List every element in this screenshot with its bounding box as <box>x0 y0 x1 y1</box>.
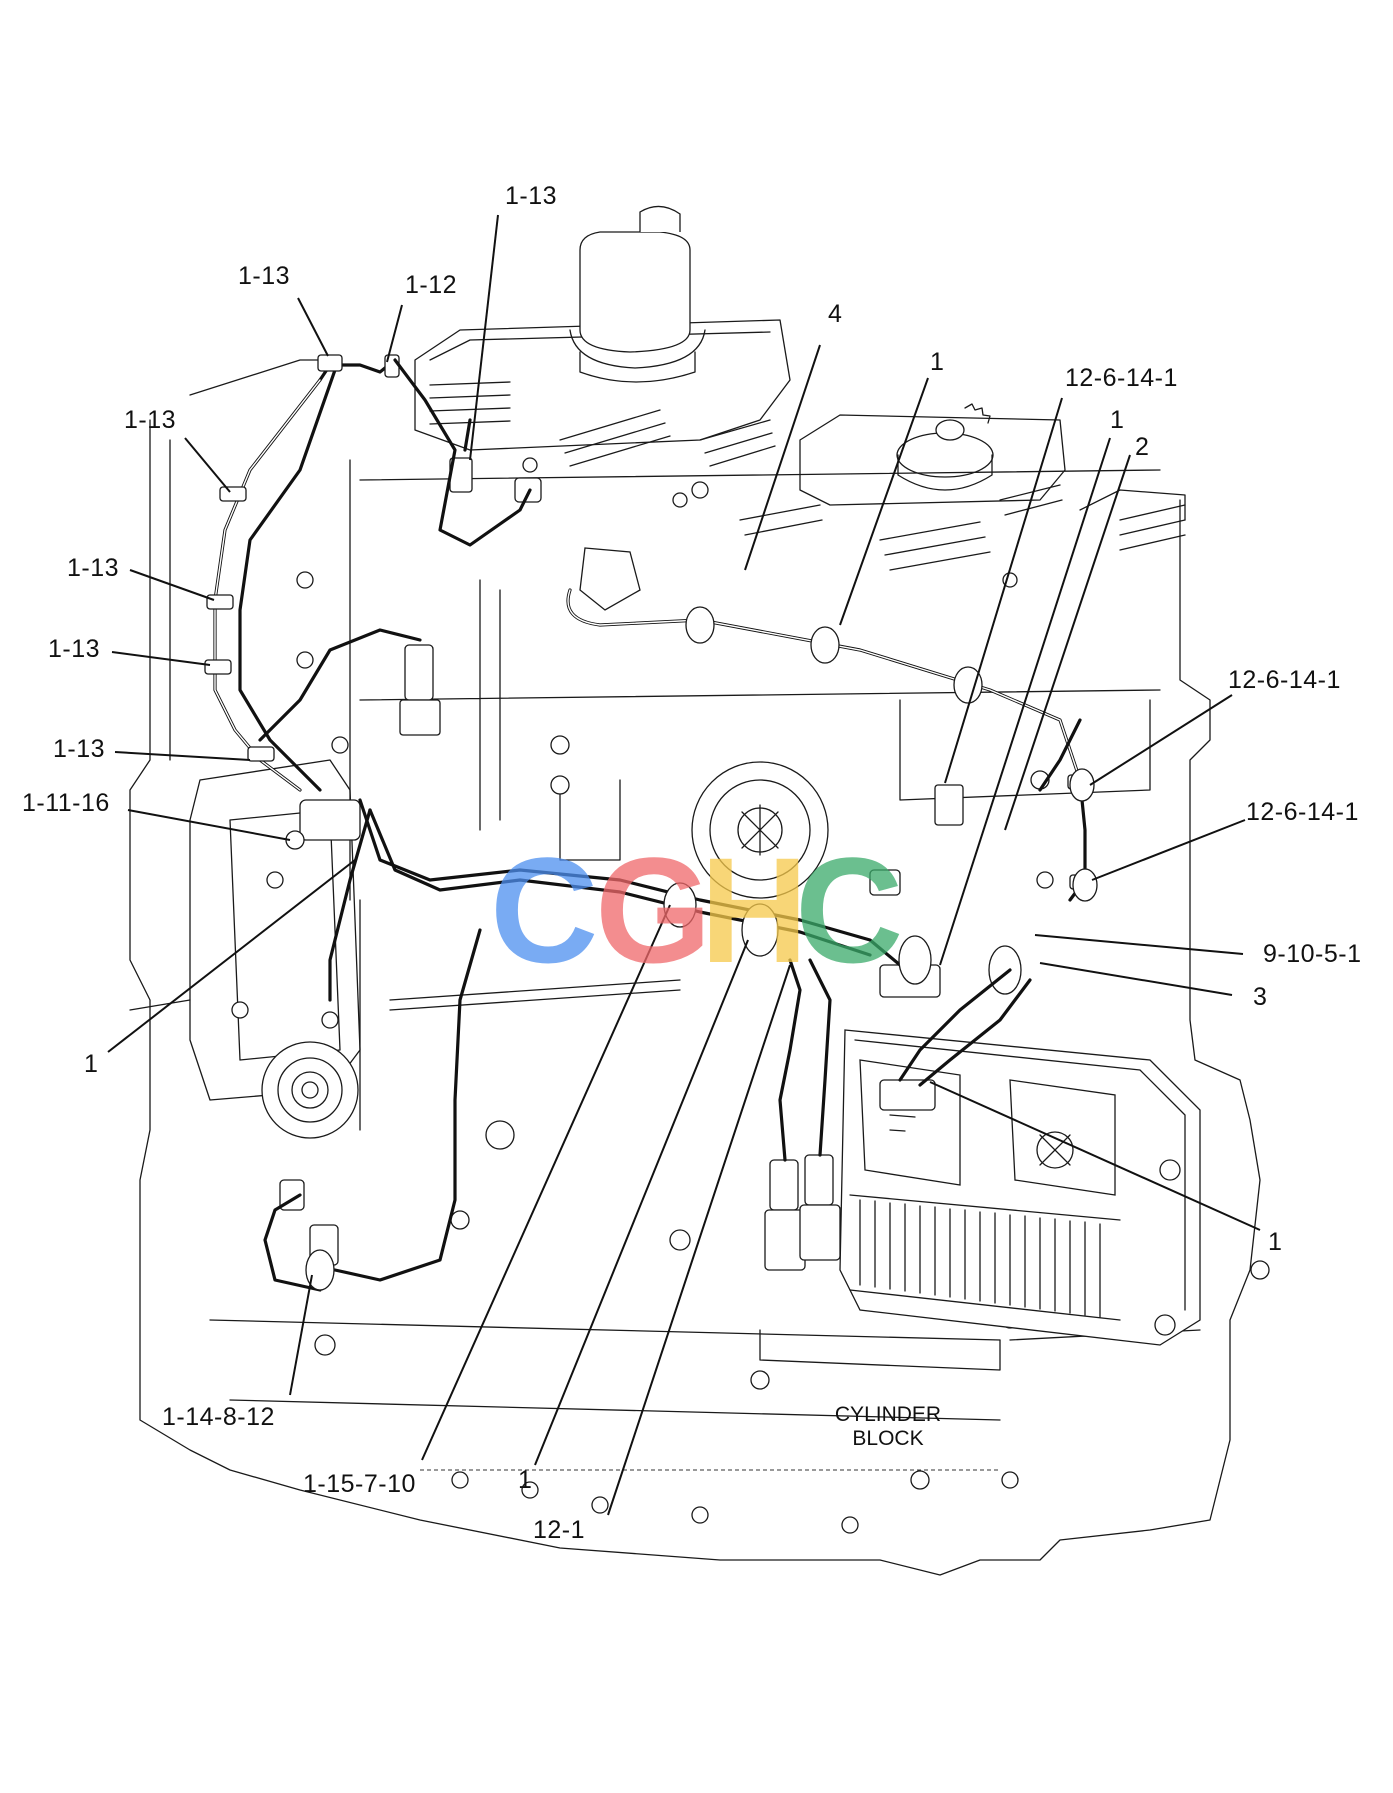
callout-1-13-top-left: 1-13 <box>238 262 291 290</box>
callout-1-13-left-d: 1-13 <box>53 735 106 763</box>
wiring-harness <box>204 354 1098 1292</box>
callout-9-10-5-1: 9-10-5-1 <box>1263 940 1362 968</box>
callout-4: 4 <box>828 300 843 328</box>
callout-1-13-left-c: 1-13 <box>48 635 101 663</box>
callout-12-6-14-1-top: 12-6-14-1 <box>1065 364 1178 392</box>
cylinder-block-label-line2: BLOCK <box>852 1427 924 1451</box>
callout-1-12: 1-12 <box>405 271 458 299</box>
callout-1-left: 1 <box>84 1050 99 1078</box>
engine-outline <box>129 205 1270 1576</box>
leader-lines <box>107 214 1261 1516</box>
ecm-module <box>839 1029 1201 1346</box>
callout-1-15-7-10: 1-15-7-10 <box>303 1470 416 1498</box>
cylinder-block-label: CYLINDER BLOCK <box>808 1403 968 1451</box>
callout-3: 3 <box>1253 983 1268 1011</box>
callout-1-top: 1 <box>930 348 945 376</box>
callout-12-1: 12-1 <box>533 1516 586 1544</box>
callout-1-bottom: 1 <box>518 1466 533 1494</box>
callout-1-right: 1 <box>1110 406 1125 434</box>
callout-2: 2 <box>1135 433 1150 461</box>
callout-12-6-14-1-mid: 12-6-14-1 <box>1228 666 1341 694</box>
callout-1-14-8-12: 1-14-8-12 <box>162 1403 275 1431</box>
callout-1-ecm: 1 <box>1268 1228 1283 1256</box>
sensors <box>279 457 964 1271</box>
callout-1-13-left-a: 1-13 <box>124 406 177 434</box>
callout-1-13-top-center: 1-13 <box>505 182 558 210</box>
callout-12-6-14-1-low: 12-6-14-1 <box>1246 798 1359 826</box>
callout-1-11-16: 1-11-16 <box>22 789 110 817</box>
callout-1-13-left-b: 1-13 <box>67 554 120 582</box>
cylinder-block-label-line1: CYLINDER <box>834 1403 942 1426</box>
